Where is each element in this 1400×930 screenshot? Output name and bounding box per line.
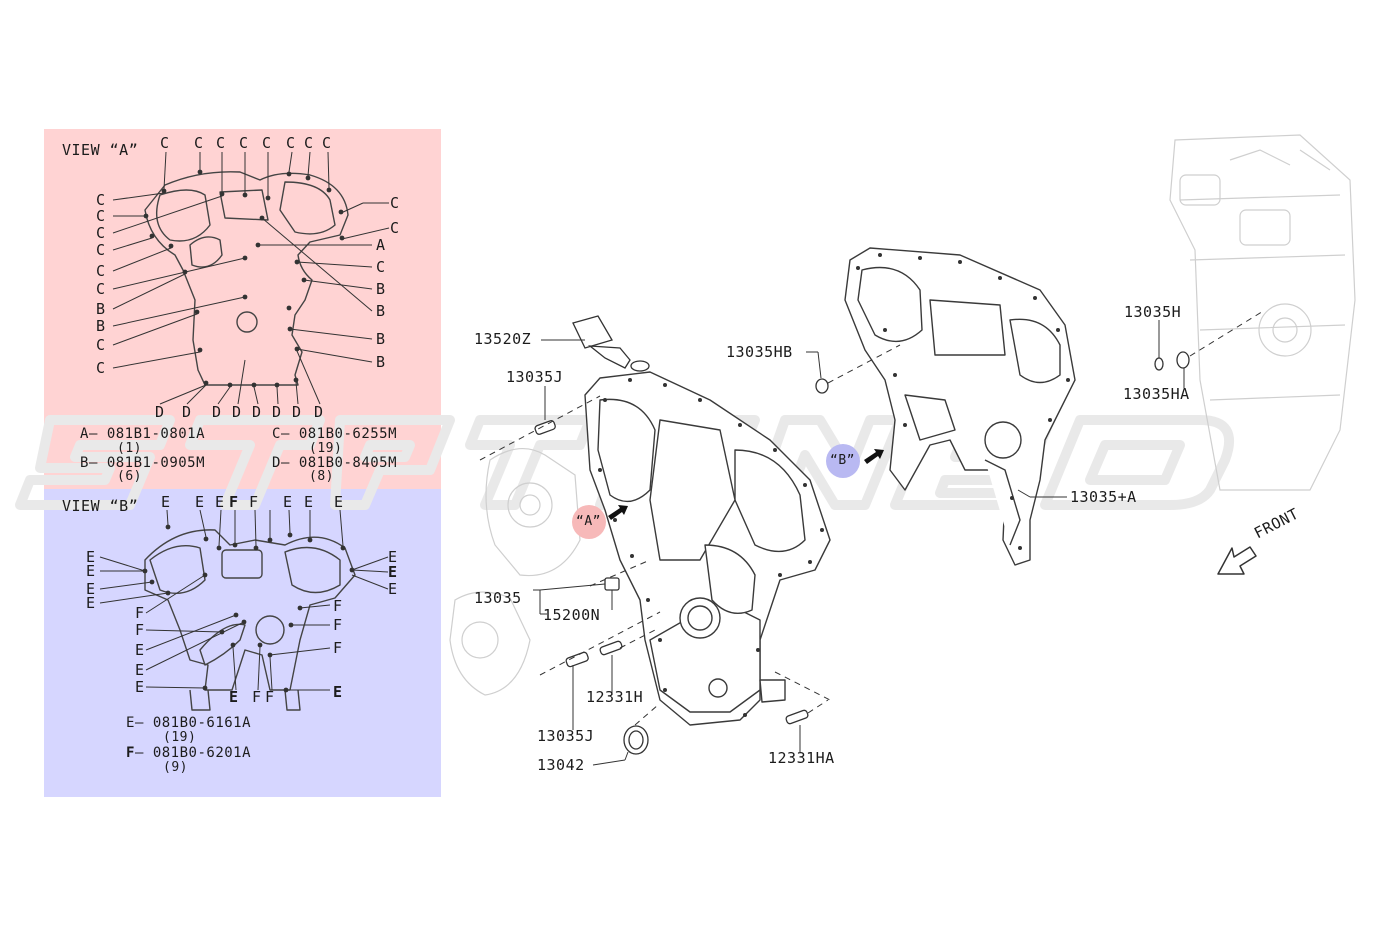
callout-letter: E (86, 562, 96, 580)
callout-letter: C (216, 134, 226, 152)
part-label-13035j: 13035J (506, 368, 564, 386)
callout-letter: C (96, 262, 106, 280)
callout-letter: F (333, 639, 343, 657)
callout-letter: D (232, 403, 242, 421)
callout-letter: C (286, 134, 296, 152)
part-label-13035: 13035 (474, 589, 522, 607)
callout-letter: D (292, 403, 302, 421)
legend-entry-e: E— 081B0-6161A (126, 715, 252, 731)
legend-qty: (1) (117, 441, 142, 456)
callout-letter: E (283, 493, 293, 511)
callout-letter: B (376, 280, 386, 298)
callout-letter: F (265, 688, 275, 706)
callout-letter: E (135, 661, 145, 679)
callout-letter: C (322, 134, 332, 152)
part-label-13035j: 13035J (537, 727, 595, 745)
callout-letter: E (333, 683, 343, 701)
callout-letter: E (86, 580, 96, 598)
callout-letter: C (160, 134, 170, 152)
legend-qty: (19) (309, 441, 343, 456)
callout-letter: F (333, 597, 343, 615)
callout-letter: C (96, 280, 106, 298)
callout-letter: C (390, 219, 400, 237)
part-label-15200n: 15200N (543, 606, 601, 624)
legend-entry-b: B— 081B1-0905M (80, 455, 206, 471)
callout-letter: D (252, 403, 262, 421)
callout-letter: E (195, 493, 205, 511)
callout-letter: C (390, 194, 400, 212)
callout-letter: F (229, 493, 239, 511)
callout-letter: D (155, 403, 165, 421)
callout-letter: F (252, 688, 262, 706)
legend-qty: (8) (309, 469, 334, 484)
callout-letter: B (376, 330, 386, 348)
callout-letter: F (135, 621, 145, 639)
callout-letter: F (333, 616, 343, 634)
callout-letter: D (272, 403, 282, 421)
part-label-13035ha: 13035HA (1123, 385, 1190, 403)
callout-letter: C (96, 191, 106, 209)
callout-letter: E (86, 548, 96, 566)
part-label-13042: 13042 (537, 756, 585, 774)
view-a-marker (572, 505, 606, 539)
legend-qty: (19) (163, 730, 197, 745)
callout-letter: F (135, 604, 145, 622)
callout-letter: E (135, 678, 145, 696)
view-b-panel (44, 489, 441, 797)
callout-letter: E (229, 688, 239, 706)
callout-letter: C (96, 207, 106, 225)
view-a-title: VIEW “A” (62, 141, 139, 159)
callout-letter: E (215, 493, 225, 511)
view-a-marker-label: “A” (576, 514, 601, 529)
callout-letter: E (388, 563, 398, 581)
legend-entry-a: A— 081B1-0801A (80, 426, 206, 442)
view-b-marker (826, 444, 860, 478)
callout-letter: E (86, 594, 96, 612)
part-label-13035h: 13035H (1124, 303, 1182, 321)
callout-letter: C (262, 134, 272, 152)
callout-letter: D (182, 403, 192, 421)
callout-letter: C (304, 134, 314, 152)
legend-qty: (9) (163, 760, 188, 775)
callout-letter: C (96, 336, 106, 354)
callout-letter: A (376, 236, 386, 254)
part-label-13035a: 13035+A (1070, 488, 1137, 506)
callout-letter: E (388, 548, 398, 566)
callout-letter: D (212, 403, 222, 421)
callout-letter: E (135, 641, 145, 659)
legend-entry-c: C— 081B0-6255M (272, 426, 398, 442)
legend-qty: (6) (117, 469, 142, 484)
callout-letter: C (239, 134, 249, 152)
callout-letter: C (376, 258, 386, 276)
callout-letter: B (376, 353, 386, 371)
callout-letter: E (388, 580, 398, 598)
callout-letter: B (96, 300, 106, 318)
legend-entry-d: D— 081B0-8405M (272, 455, 398, 471)
view-b-title: VIEW “B” (62, 497, 139, 515)
callout-letter: B (376, 302, 386, 320)
callout-letter: E (304, 493, 314, 511)
callout-letter: C (96, 359, 106, 377)
part-label-13035hb: 13035HB (726, 343, 793, 361)
callout-letter: C (96, 241, 106, 259)
callout-letter: C (96, 224, 106, 242)
view-b-marker-label: “B” (830, 453, 855, 468)
callout-letter: B (96, 317, 106, 335)
callout-letter: E (161, 493, 171, 511)
legend-entry-f: F— 081B0-6201A (126, 745, 252, 761)
part-label-13520z: 13520Z (474, 330, 532, 348)
callout-letter: E (334, 493, 344, 511)
part-label-12331h: 12331H (586, 688, 644, 706)
part-label-12331ha: 12331HA (768, 749, 835, 767)
callout-letter: F (249, 493, 259, 511)
callout-letter: D (314, 403, 324, 421)
callout-letter: C (194, 134, 204, 152)
